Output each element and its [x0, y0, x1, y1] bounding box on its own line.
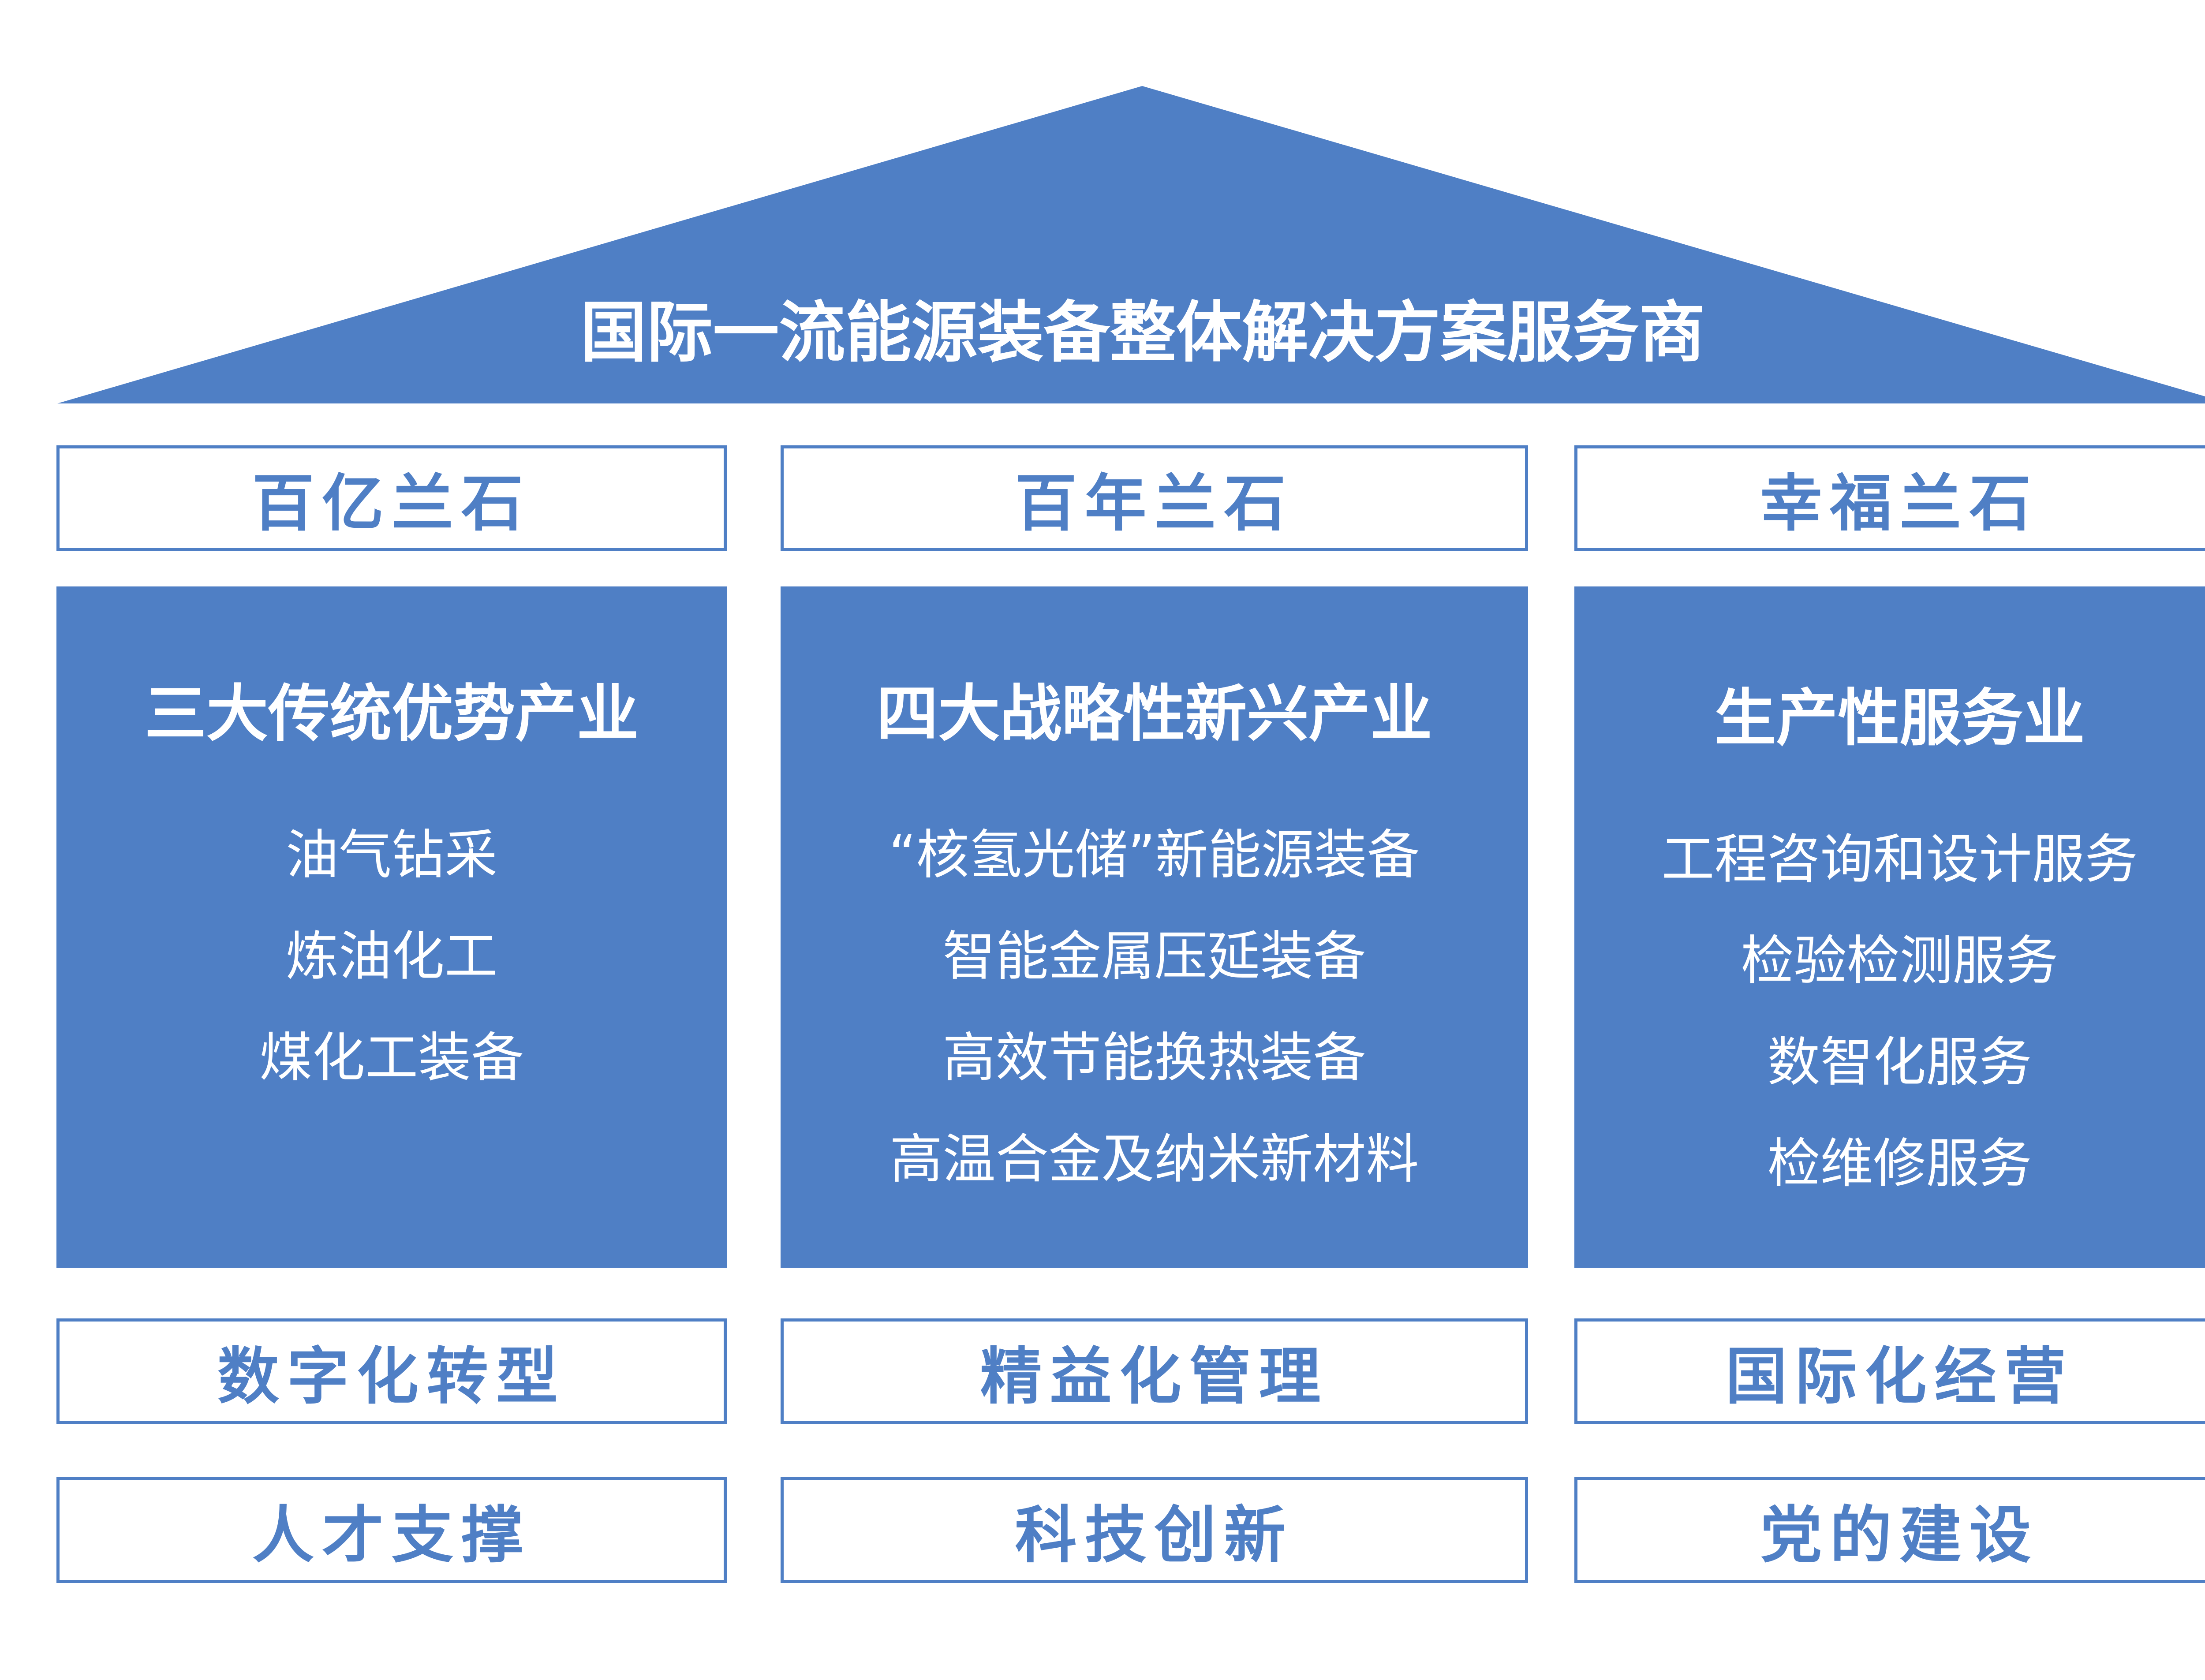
roof-title: 国际一流能源装备整体解决方案服务商: [580, 295, 1705, 371]
panel-item: “核氢光储”新能源装备: [889, 825, 1420, 886]
foundation-label-lean: 精益化管理: [781, 1318, 1528, 1424]
panel-title: 生产性服务业: [1714, 683, 2085, 754]
panel-title: 三大传统优势产业: [144, 678, 639, 750]
foundation-label-innovation: 科技创新: [781, 1477, 1528, 1583]
foundation-label-digital: 数字化转型: [56, 1318, 727, 1424]
panel-title: 四大战略性新兴产业: [876, 678, 1432, 750]
panel-service-industries: 生产性服务业 工程咨询和设计服务 检验检测服务 数智化服务 检维修服务: [1574, 586, 2205, 1268]
panel-item: 工程咨询和设计服务: [1661, 829, 2138, 890]
panel-item: 煤化工装备: [259, 1027, 524, 1089]
roof-triangle: [57, 86, 2205, 403]
foundation-label-party: 党的建设: [1574, 1477, 2205, 1583]
panel-item: 油气钻采: [286, 825, 497, 886]
panel-traditional-industries: 三大传统优势产业 油气钻采 炼油化工 煤化工装备: [56, 586, 727, 1268]
pillar-label-1: 百亿兰石: [56, 445, 727, 551]
panel-item: 检维修服务: [1767, 1133, 2032, 1195]
foundation-label-international: 国际化经营: [1574, 1318, 2205, 1424]
panel-item: 智能金属压延装备: [942, 926, 1366, 987]
panel-item: 炼油化工: [286, 926, 497, 987]
foundation-label-talent: 人才支撑: [56, 1477, 727, 1583]
panel-strategic-industries: 四大战略性新兴产业 “核氢光储”新能源装备 智能金属压延装备 高效节能换热装备 …: [781, 586, 1528, 1268]
pillar-label-3: 幸福兰石: [1574, 445, 2205, 551]
pillar-label-2: 百年兰石: [781, 445, 1528, 551]
panel-item: 检验检测服务: [1741, 930, 2059, 992]
panel-item: 高温合金及纳米新材料: [889, 1129, 1419, 1190]
panel-item: 高效节能换热装备: [942, 1027, 1366, 1089]
panel-item: 数智化服务: [1767, 1032, 2032, 1093]
